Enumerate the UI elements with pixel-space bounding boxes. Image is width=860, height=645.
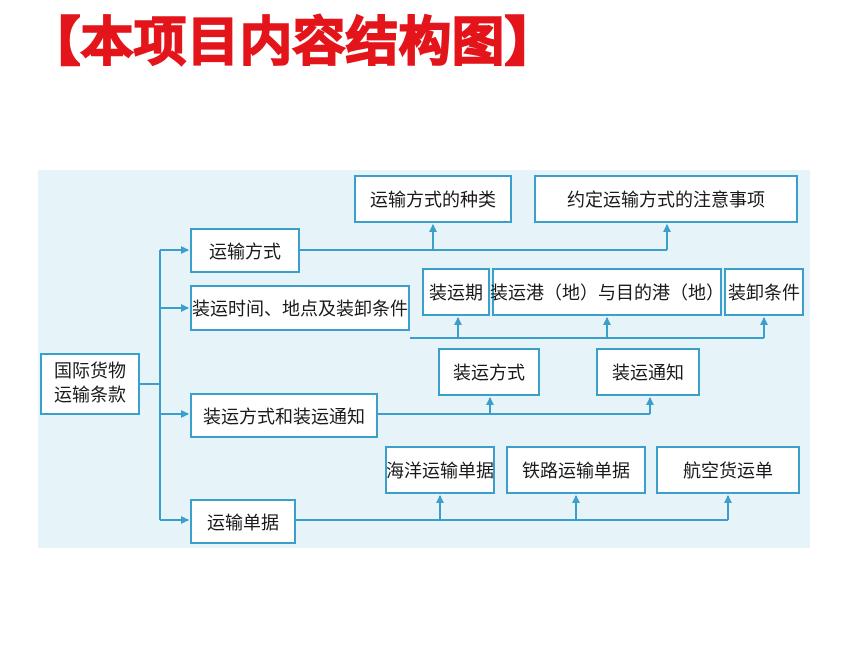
node-shipment-notice: 装运方式和装运通知 (190, 393, 378, 438)
node-transport-docs: 运输单据 (190, 499, 296, 544)
node-shipment-terms: 装运时间、地点及装卸条件 (190, 285, 410, 331)
node-mode-types: 运输方式的种类 (354, 175, 512, 223)
node-root-line1: 国际货物 (54, 361, 126, 382)
node-root: 国际货物 运输条款 (40, 353, 140, 415)
node-shipment-advice: 装运通知 (596, 348, 700, 396)
node-ports: 装运港（地）与目的港（地） (490, 268, 724, 316)
node-transport-mode: 运输方式 (190, 228, 300, 273)
node-ocean-doc: 海洋运输单据 (385, 446, 495, 494)
node-rail-doc: 铁路运输单据 (506, 446, 646, 494)
node-loading-terms: 装卸条件 (724, 268, 804, 316)
node-shipment-period: 装运期 (422, 268, 490, 316)
node-root-line2: 运输条款 (54, 385, 126, 406)
node-air-waybill: 航空货运单 (656, 446, 800, 494)
node-mode-notes: 约定运输方式的注意事项 (534, 175, 798, 223)
node-shipment-method: 装运方式 (438, 348, 540, 396)
page-title: 【本项目内容结构图】 (27, 12, 559, 74)
